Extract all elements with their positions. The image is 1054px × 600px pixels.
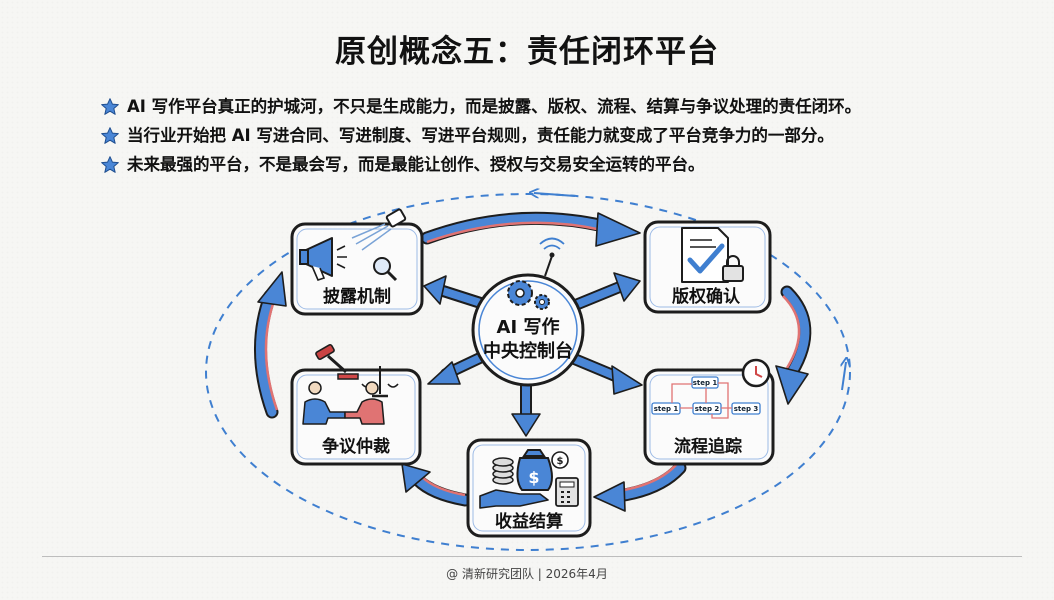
cycle-arrow [420, 211, 641, 247]
bullet-list: AI 写作平台真正的护城河，不只是生成能力，而是披露、版权、流程、结算与争议处理… [100, 92, 861, 179]
svg-text:$: $ [528, 468, 539, 487]
node-copyright: 版权确认 [643, 220, 772, 314]
step-label: step 2 [695, 405, 720, 413]
spoke-arrow [427, 350, 490, 385]
magnifier-icon [373, 257, 398, 282]
flowchart-icon: step 1 step 1 step 2 step 3 [651, 376, 761, 419]
node-dispute: 争议仲裁 [290, 343, 422, 466]
bullet-text: 当行业开始把 AI 写进合同、写进制度、写进平台规则，责任能力就变成了平台竞争力… [127, 125, 834, 145]
star-icon [101, 97, 119, 115]
step-label: step 1 [693, 379, 718, 387]
node-label-dispute: 争议仲裁 [322, 436, 390, 457]
star-icon [101, 155, 119, 173]
money-bag-icon: $ [516, 449, 553, 491]
cycle-arrows [253, 211, 812, 512]
bullet-item: AI 写作平台真正的护城河，不只是生成能力，而是披露、版权、流程、结算与争议处理… [100, 92, 861, 121]
antenna-icon [539, 237, 565, 277]
bullet-item: 未来最强的平台，不是最会写，而是最能让创作、授权与交易安全运转的平台。 [100, 150, 861, 179]
step-label: step 3 [734, 405, 759, 413]
node-label-settlement: 收益结算 [495, 511, 563, 532]
outer-dashed-loop [205, 193, 850, 551]
spoke-arrow [566, 352, 643, 395]
clock-icon [741, 358, 771, 388]
handshake-people-icon [302, 381, 385, 425]
hand-icon [479, 489, 549, 509]
document-check-icon [681, 227, 729, 283]
node-disclosure: 披露机制 [290, 208, 424, 316]
coin-icon: $ [551, 451, 569, 469]
node-settlement: $ $ 收益结算 [466, 438, 592, 538]
hub-spokes [423, 272, 643, 437]
step-label: step 1 [654, 405, 679, 413]
footer-divider [42, 556, 1022, 557]
hub: AI 写作 中央控制台 [471, 237, 585, 387]
node-label-disclosure: 披露机制 [323, 286, 391, 307]
cycle-arrow [775, 285, 812, 405]
spotlight-icon [351, 208, 407, 251]
lock-icon [722, 255, 744, 282]
bullet-text: AI 写作平台真正的护城河，不只是生成能力，而是披露、版权、流程、结算与争议处理… [127, 96, 862, 116]
cycle-arrow [593, 461, 687, 512]
bullet-item: 当行业开始把 AI 写进合同、写进制度、写进平台规则，责任能力就变成了平台竞争力… [100, 121, 861, 150]
node-process: step 1 step 1 step 2 step 3 流程追踪 [643, 358, 775, 466]
spoke-arrow [572, 272, 641, 310]
gear-icon [507, 280, 550, 310]
calculator-icon [555, 477, 579, 507]
footer-text: @ 清新研究团队 | 2026年4月 [446, 567, 608, 581]
cycle-arrow [401, 463, 472, 507]
svg-text:$: $ [557, 456, 564, 467]
spoke-arrow [511, 380, 541, 437]
page-title: 原创概念五：责任闭环平台 [335, 34, 719, 70]
gavel-icon [315, 343, 359, 380]
cycle-arrow [253, 271, 287, 419]
node-label-copyright: 版权确认 [672, 286, 741, 307]
megaphone-icon [299, 237, 347, 281]
hub-label-line1: AI 写作 [497, 316, 560, 338]
bullet-text: 未来最强的平台，不是最会写，而是最能让创作、授权与交易安全运转的平台。 [127, 154, 705, 174]
hub-label-line2: 中央控制台 [483, 340, 573, 362]
coins-icon [492, 457, 514, 485]
star-icon [101, 126, 119, 144]
node-label-process: 流程追踪 [674, 436, 742, 457]
